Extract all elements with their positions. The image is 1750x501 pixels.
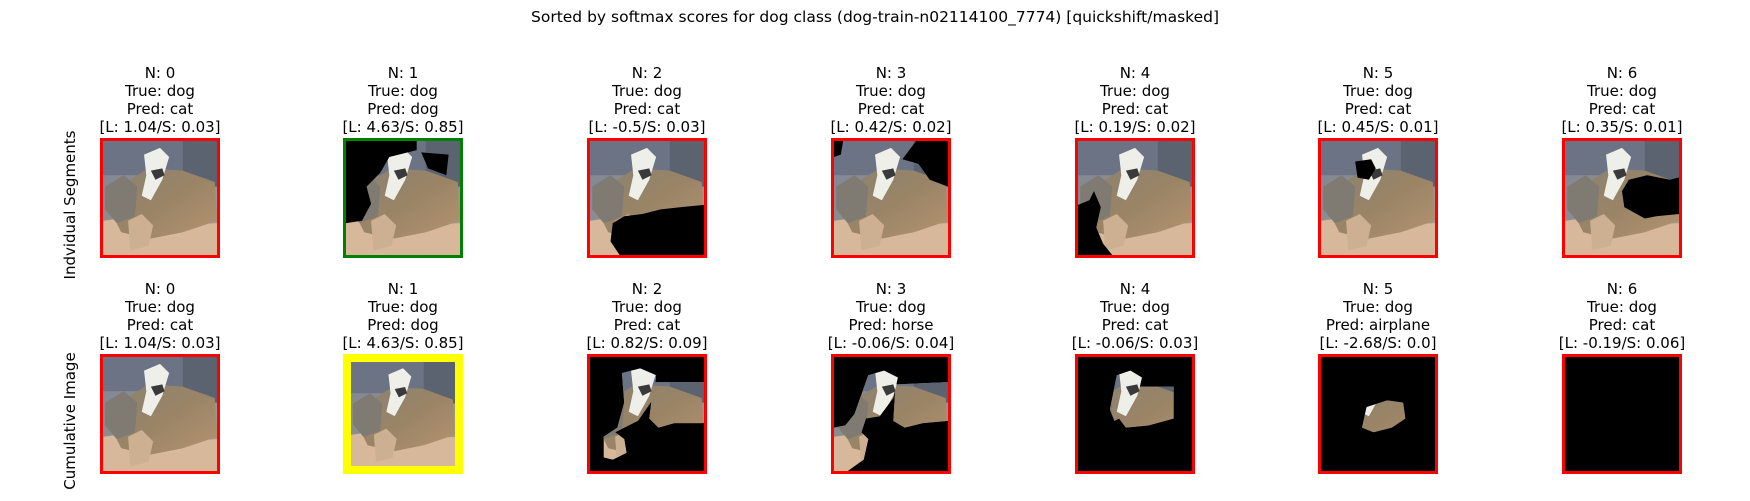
panel-index-text: N: 2 — [631, 64, 663, 82]
segment-image — [100, 138, 220, 258]
panel-index-text: N: 5 — [1362, 64, 1394, 82]
panel-score-text: [L: 1.04/S: 0.03] — [99, 118, 221, 136]
segment-image — [831, 354, 951, 474]
segment-image — [1562, 138, 1682, 258]
panel-true-label-text: True: dog — [856, 298, 926, 316]
panel-index-text: N: 4 — [1119, 280, 1151, 298]
panel-true-label-text: True: dog — [1100, 82, 1170, 100]
panel-prediction-text: Pred: cat — [613, 100, 681, 118]
panel-true-label-text: True: dog — [1343, 82, 1413, 100]
segment-image — [1075, 138, 1195, 258]
segment-image — [1318, 354, 1438, 474]
panel-score-text: [L: -2.68/S: 0.0] — [1319, 334, 1437, 352]
panel-prediction-text: Pred: cat — [857, 100, 925, 118]
panel-index-text: N: 6 — [1606, 280, 1638, 298]
panel-score-text: [L: -0.06/S: 0.03] — [1071, 334, 1199, 352]
panel-true-label-text: True: dog — [1343, 298, 1413, 316]
panel-score-text: [L: 0.35/S: 0.01] — [1561, 118, 1683, 136]
panel-index-text: N: 1 — [387, 280, 419, 298]
mask-region — [421, 152, 449, 176]
panel-true-label-text: True: dog — [612, 82, 682, 100]
panel-true-label-text: True: dog — [1587, 298, 1657, 316]
segment-image — [100, 354, 220, 474]
panel-prediction-text: Pred: cat — [1101, 100, 1169, 118]
mask-region — [902, 141, 948, 187]
panel-true-label-text: True: dog — [125, 298, 195, 316]
mask-region — [346, 141, 417, 224]
figure-title: Sorted by softmax scores for dog class (… — [531, 8, 1219, 26]
segment-image — [1075, 354, 1195, 474]
panel-true-label-text: True: dog — [125, 82, 195, 100]
panel-prediction-text: Pred: cat — [1101, 316, 1169, 334]
panel-index-text: N: 0 — [144, 64, 176, 82]
panel-index-text: N: 3 — [875, 280, 907, 298]
panel-true-label-text: True: dog — [368, 298, 438, 316]
panel-prediction-text: Pred: cat — [613, 316, 681, 334]
panel-true-label-text: True: dog — [368, 82, 438, 100]
panel-index-text: N: 1 — [387, 64, 419, 82]
panel-score-text: [L: -0.19/S: 0.06] — [1558, 334, 1686, 352]
panel-index-text: N: 4 — [1119, 64, 1151, 82]
panel-prediction-text: Pred: cat — [1344, 100, 1412, 118]
panel-index-text: N: 5 — [1362, 280, 1394, 298]
panel-true-label-text: True: dog — [612, 298, 682, 316]
panel-score-text: [L: -0.06/S: 0.04] — [827, 334, 955, 352]
panel-score-text: [L: 4.63/S: 0.85] — [342, 334, 464, 352]
panel-score-text: [L: 0.45/S: 0.01] — [1317, 118, 1439, 136]
mask-region — [610, 204, 704, 255]
panel-prediction-text: Pred: dog — [367, 100, 439, 118]
panel-true-label-text: True: dog — [1100, 298, 1170, 316]
segment-image — [1318, 138, 1438, 258]
panel-score-text: [L: 0.42/S: 0.02] — [830, 118, 952, 136]
segment-image — [587, 354, 707, 474]
row-label-cumulative-image: Cumulative Image — [61, 352, 79, 490]
panel-index-text: N: 2 — [631, 280, 663, 298]
panel-prediction-text: Pred: cat — [1588, 100, 1656, 118]
row-label-individual-segments: Indvidual Segments — [61, 130, 79, 280]
panel-prediction-text: Pred: airplane — [1325, 316, 1431, 334]
panel-index-text: N: 3 — [875, 64, 907, 82]
panel-prediction-text: Pred: cat — [126, 100, 194, 118]
mask-region — [1355, 159, 1376, 180]
segment-image — [343, 138, 463, 258]
segment-image — [831, 138, 951, 258]
mask-region — [1622, 175, 1679, 219]
panel-score-text: [L: 0.19/S: 0.02] — [1074, 118, 1196, 136]
panel-true-label-text: True: dog — [1587, 82, 1657, 100]
mask-region — [1078, 191, 1113, 255]
panel-prediction-text: Pred: cat — [1588, 316, 1656, 334]
panel-score-text: [L: -0.5/S: 0.03] — [588, 118, 706, 136]
panel-prediction-text: Pred: cat — [126, 316, 194, 334]
segment-image — [343, 354, 463, 474]
panel-score-text: [L: 0.82/S: 0.09] — [586, 334, 708, 352]
panel-score-text: [L: 4.63/S: 0.85] — [342, 118, 464, 136]
panel-index-text: N: 0 — [144, 280, 176, 298]
mask-region — [1565, 357, 1679, 471]
panel-prediction-text: Pred: horse — [848, 316, 934, 334]
panel-score-text: [L: 1.04/S: 0.03] — [99, 334, 221, 352]
segment-image — [1562, 354, 1682, 474]
panel-index-text: N: 6 — [1606, 64, 1638, 82]
segment-image — [587, 138, 707, 258]
panel-true-label-text: True: dog — [856, 82, 926, 100]
panel-prediction-text: Pred: dog — [367, 316, 439, 334]
mask-region — [834, 141, 844, 157]
